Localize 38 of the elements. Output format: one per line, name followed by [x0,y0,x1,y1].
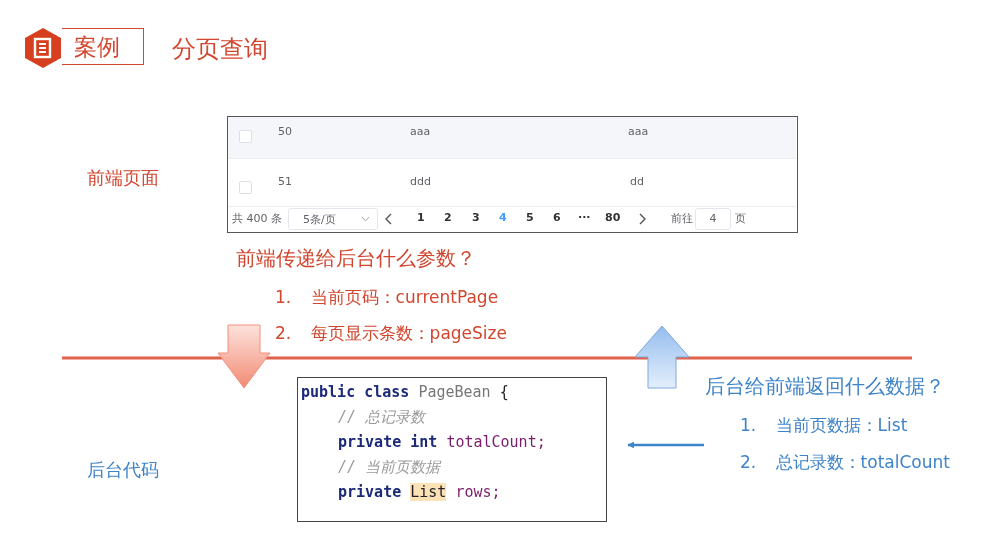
table-cell-text: ddd [410,175,431,188]
current-page: 4 [499,211,507,224]
code-comment: // 当前页数据 [338,458,441,477]
table-cell-text: aaa [410,125,431,138]
code-comment: // 总记录数 [338,408,426,427]
page-number: 80 [605,211,621,224]
goto-label: 前往 [671,211,693,226]
page-number: 1 [417,211,425,224]
arrow [627,441,704,449]
list-item: 1. 当前页码：currentPage [275,286,499,309]
goto-label: 页 [735,211,746,226]
code-box [297,377,607,522]
label-badge [62,28,144,65]
list-item: 2. 总记录数：totalCount [740,451,950,474]
total-count: 共 400 条 [232,211,282,226]
list-item: 2. 每页显示条数：pageSize [275,322,507,345]
data-table [227,116,798,233]
title: 分页查询 [172,34,268,65]
text-label: 前端页面 [87,166,159,190]
page-number: 5 [526,211,534,224]
list-item: 1. 当前页数据：List [740,414,908,437]
page-input: 4 [695,208,731,230]
table-cell-text: aaa [628,125,649,138]
code-line: private List rows; [338,483,501,501]
code-line: public class PageBean { [301,383,509,401]
text-label: 前端传递给后台什么参数？ [236,245,476,272]
table-cell-text: 51 [278,175,292,188]
page-number: 3 [472,211,480,224]
page-size-select: 5条/页 [288,208,378,230]
badge-label: 案例 [74,33,120,62]
text-label: 后台代码 [87,458,159,482]
question-text: 后台给前端返回什么数据？ [705,373,945,400]
page-number: 6 [553,211,561,224]
page-number: 2 [444,211,452,224]
code-line: private int totalCount; [338,433,546,451]
table-cell-text: 50 [278,125,292,138]
page-ellipsis: ··· [578,211,591,224]
table-cell-text: dd [630,175,644,188]
